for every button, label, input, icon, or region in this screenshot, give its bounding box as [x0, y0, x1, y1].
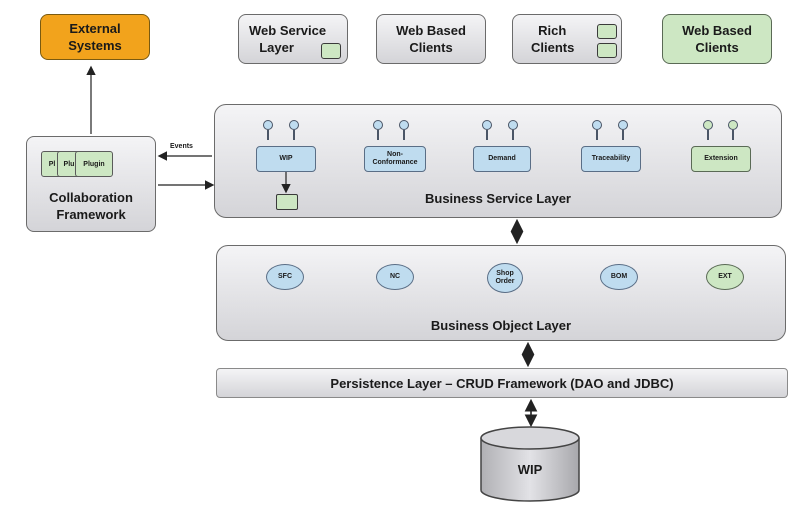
collaboration-title-line2: Framework [56, 207, 126, 222]
object-shop-order: Shop Order [487, 263, 523, 293]
web-based-2-line1: Web Based [682, 23, 752, 38]
service-knob [373, 120, 383, 130]
service-box-wip: WIP [256, 146, 316, 172]
web-based-1-line2: Clients [409, 40, 453, 55]
object-ext: EXT [706, 264, 744, 290]
rich-clients-line2: Clients [531, 40, 575, 55]
rich-client-component-1 [597, 24, 617, 39]
web-based-clients-box-1: Web Based Clients [376, 14, 486, 64]
persistence-layer-label: Persistence Layer – CRUD Framework (DAO … [330, 375, 674, 391]
service-knob [728, 120, 738, 130]
web-service-component [321, 43, 341, 59]
business-service-layer-label: Business Service Layer [425, 191, 571, 206]
web-service-layer-box: Web Service Layer [238, 14, 348, 64]
non-conformance-line1: Non- [387, 151, 403, 158]
external-systems-line2: Systems [68, 38, 122, 53]
collaboration-title-line1: Collaboration [49, 190, 133, 205]
collaboration-framework-box: Pl Plu Plugin Collaboration Framework [26, 136, 156, 232]
service-box-demand: Demand [473, 146, 531, 172]
object-nc: NC [376, 264, 414, 290]
events-label: Events [170, 143, 193, 150]
web-based-1-line1: Web Based [396, 23, 466, 38]
service-knob [482, 120, 492, 130]
object-bom: BOM [600, 264, 638, 290]
external-systems-box: External Systems [40, 14, 150, 60]
wip-subcomponent [276, 194, 298, 210]
service-knob [508, 120, 518, 130]
shop-order-line1: Shop [496, 270, 514, 277]
service-knob [618, 120, 628, 130]
shop-order-line2: Order [495, 278, 515, 285]
rich-clients-line1: Rich [538, 23, 567, 38]
service-knob [289, 120, 299, 130]
service-knob [263, 120, 273, 130]
service-box-extension: Extension [691, 146, 751, 172]
plugin-card-3: Plugin [75, 151, 113, 177]
service-box-non-conformance: Non- Conformance [364, 146, 426, 172]
web-based-2-line2: Clients [695, 40, 739, 55]
database-label: WIP [517, 462, 543, 477]
rich-clients-box: Rich Clients [512, 14, 622, 64]
rich-client-component-2 [597, 43, 617, 58]
service-knob [399, 120, 409, 130]
non-conformance-line2: Conformance [372, 159, 418, 166]
web-service-line1: Web Service [249, 23, 327, 38]
web-based-clients-box-2: Web Based Clients [662, 14, 772, 64]
business-object-layer-label: Business Object Layer [430, 318, 572, 333]
object-sfc: SFC [266, 264, 304, 290]
external-systems-line1: External [69, 21, 121, 36]
web-service-line2: Layer [259, 40, 294, 55]
database-cylinder [480, 426, 580, 502]
persistence-layer: Persistence Layer – CRUD Framework (DAO … [216, 368, 788, 398]
business-object-layer: Business Object Layer [216, 245, 786, 341]
service-box-traceability: Traceability [581, 146, 641, 172]
service-knob [592, 120, 602, 130]
service-knob [703, 120, 713, 130]
